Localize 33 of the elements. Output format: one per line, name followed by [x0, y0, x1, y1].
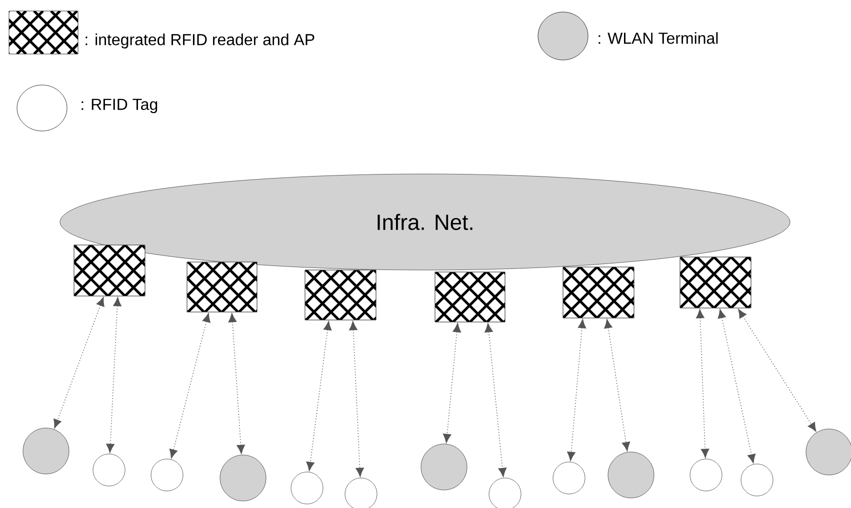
arrow — [54, 297, 104, 428]
tag-circle — [552, 462, 586, 494]
arrow — [443, 323, 461, 443]
arrow — [306, 321, 332, 471]
legend-text: : RFID Tag — [82, 98, 158, 114]
arrow — [484, 323, 507, 477]
terminal-circle — [220, 454, 266, 502]
legend-text: : WLAN Terminal — [598, 32, 718, 44]
reader-box — [74, 244, 146, 296]
arrow — [696, 309, 710, 458]
arrow — [567, 319, 586, 461]
arrow — [349, 321, 364, 477]
tag-circle — [690, 458, 722, 492]
terminal-circle — [22, 428, 70, 474]
arrow — [169, 313, 210, 458]
reader-box — [680, 256, 752, 308]
legend-text: : integrated RFID reader and AP — [86, 34, 314, 48]
reader-box — [562, 266, 634, 318]
tag-circle — [740, 464, 774, 496]
arrow — [718, 309, 756, 464]
tag-circle — [92, 454, 126, 486]
arrow — [106, 297, 122, 453]
reader-box — [186, 262, 258, 312]
terminal-circle — [608, 452, 654, 498]
terminal-circle — [806, 428, 851, 476]
tag-circle — [150, 458, 184, 492]
reader-box — [304, 270, 376, 320]
arrow — [228, 313, 245, 454]
arrow — [604, 319, 630, 452]
terminal-circle — [420, 444, 468, 490]
tag-circle — [290, 472, 324, 504]
reader-box — [434, 272, 506, 322]
arrow — [738, 308, 816, 432]
